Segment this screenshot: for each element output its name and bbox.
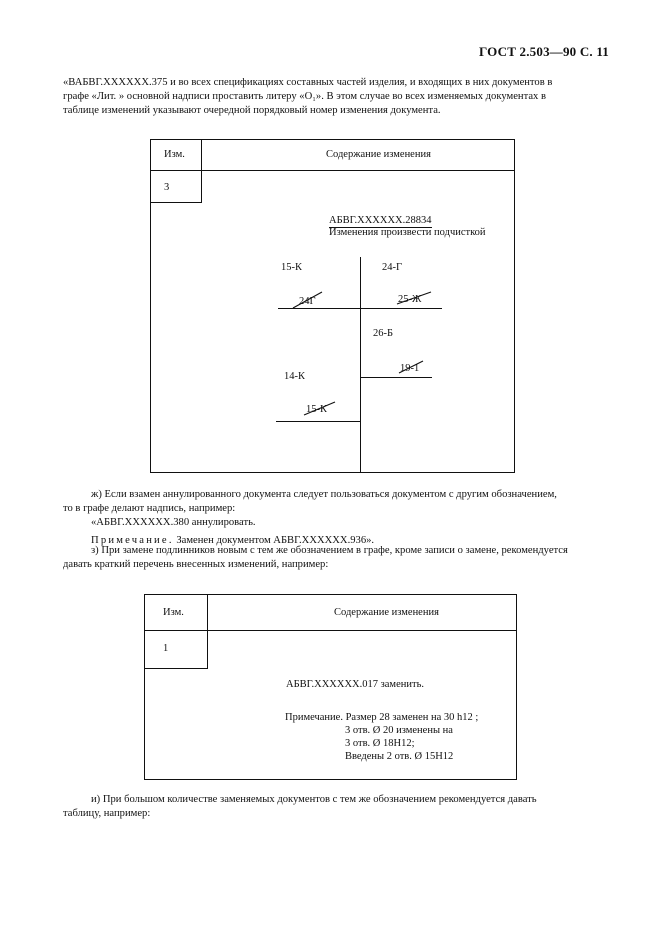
form1-label-b: 24-Г <box>382 262 403 273</box>
z-line-1: з) При замене подлинников новым с тем же… <box>91 545 568 556</box>
form1-col-content: Содержание изменения <box>326 149 431 160</box>
zh-note-text: Заменен документом АБВГ.XXXXXX.936». <box>176 535 375 546</box>
zh-line-1: ж) Если взамен аннулированного документа… <box>91 489 557 500</box>
form1-label-g: 14-К <box>284 371 305 382</box>
intro-paragraph: «ВАБВГ.XXXXXX.375 и во всех спецификация… <box>63 76 601 118</box>
change-form-2: Изм. Содержание изменения 1 АБВГ.XXXXXX.… <box>144 594 517 780</box>
intro-line-1: «ВАБВГ.XXXXXX.375 и во всех спецификация… <box>63 77 553 88</box>
form2-col-izm: Изм. <box>163 607 184 618</box>
form1-label-c: 24Г <box>299 296 316 307</box>
form1-label-a: 15-К <box>281 262 302 273</box>
page-header: ГОСТ 2.503—90 С. 11 <box>479 44 609 59</box>
zh-line-3: «АБВГ.XXXXXX.380 аннулировать. <box>91 517 256 528</box>
form2-replace-line: АБВГ.XXXXXX.017 заменить. <box>286 679 424 690</box>
form2-change-number: 1 <box>163 643 169 654</box>
strike-mark-4 <box>303 401 336 416</box>
paragraph-zh: ж) Если взамен аннулированного документа… <box>63 488 601 548</box>
form1-col-divider <box>201 140 202 202</box>
form2-note-4: Введены 2 отв. Ø 15H12 <box>345 751 454 762</box>
zh-note-label: Примечание. <box>91 535 174 546</box>
form1-hline-3 <box>276 421 360 422</box>
strike-mark-3 <box>398 360 424 374</box>
i-line-1: и) При большом количестве заменяемых док… <box>91 794 537 805</box>
z-line-2: давать краткий перечень внесенных измене… <box>63 559 329 570</box>
form1-instruction: Изменения произвести подчисткой <box>329 227 486 238</box>
form1-header-rule <box>151 170 514 171</box>
form1-hline-2 <box>360 377 432 378</box>
i-line-2: таблицу, например: <box>63 808 151 819</box>
form2-col-divider <box>207 595 208 668</box>
form1-label-f: 19-1 <box>400 363 420 374</box>
form2-note-2: 3 отв. Ø 20 изменены на <box>345 725 453 736</box>
strike-mark-2 <box>396 291 432 305</box>
form2-header-rule <box>145 630 516 631</box>
form1-strike-marks <box>292 291 432 416</box>
zh-line-2: то в графе делают надпись, например: <box>63 503 236 514</box>
paragraph-z: з) При замене подлинников новым с тем же… <box>63 544 601 572</box>
change-form-1: Изм. Содержание изменения 3 АБВГ.XXXXXX.… <box>150 139 515 473</box>
form1-hline-1 <box>278 308 442 309</box>
intro-line-2: графе «Лит. » основной надписи проставит… <box>63 91 546 102</box>
zh-note: Примечание. Заменен документом АБВГ.XXXX… <box>63 534 601 548</box>
form1-doc-code: АБВГ.XXXXXX.28834 <box>329 215 432 228</box>
form2-note-1: Примечание. Размер 28 заменен на 30 h12 … <box>285 712 479 723</box>
form1-label-e: 26-Б <box>373 328 394 339</box>
form1-col-izm: Изм. <box>164 149 185 160</box>
form2-col-content: Содержание изменения <box>334 607 439 618</box>
form1-number-cell-bottom <box>151 202 202 203</box>
form1-center-line <box>360 257 361 472</box>
form2-number-cell-bottom <box>145 668 208 669</box>
paragraph-i: и) При большом количестве заменяемых док… <box>63 793 601 821</box>
form1-change-number: 3 <box>164 182 170 193</box>
intro-line-3: таблице изменений указывают очередной по… <box>63 105 441 116</box>
form2-note-3: 3 отв. Ø 18H12; <box>345 738 415 749</box>
strike-mark-1 <box>292 291 323 309</box>
